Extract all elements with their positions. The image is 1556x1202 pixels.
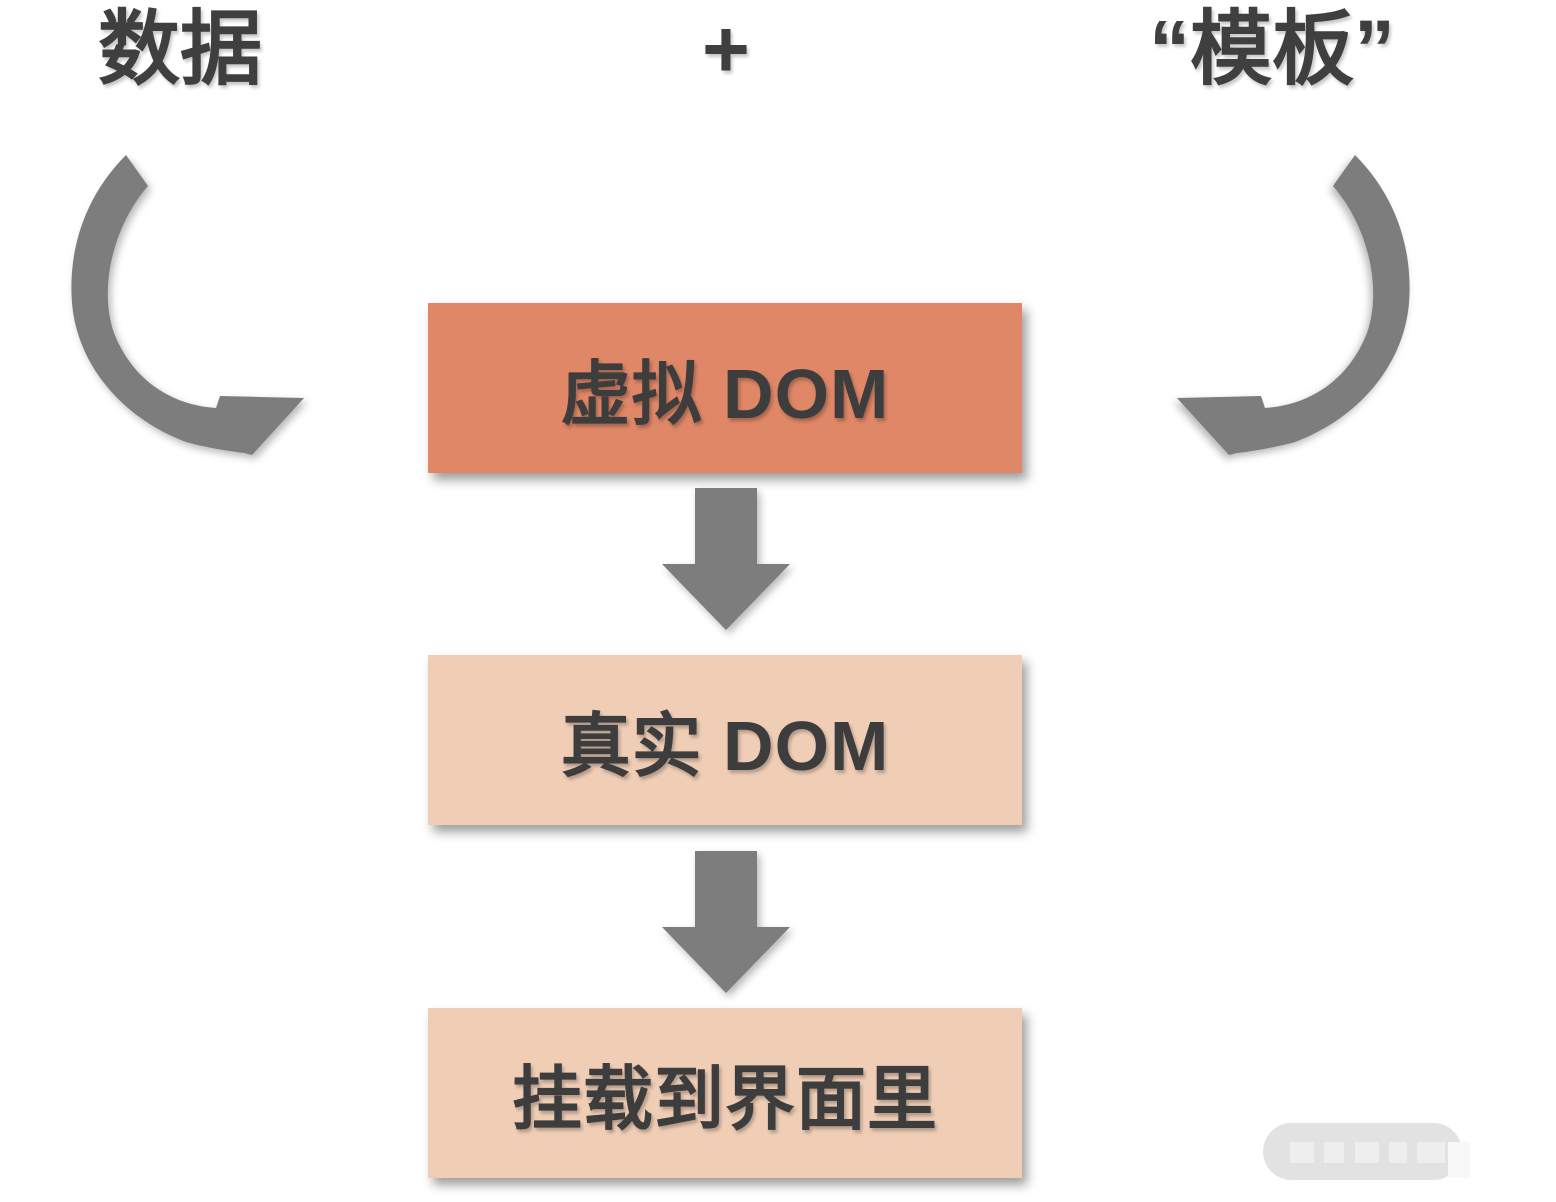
curved-arrow-right-icon <box>1177 155 1410 455</box>
watermark-blur-block <box>1389 1142 1407 1163</box>
watermark-blur-block <box>1324 1142 1344 1163</box>
plus-sign: + <box>702 4 750 95</box>
virtual-dom-label: 虚拟 DOM <box>560 354 890 433</box>
down-arrow-icon-2 <box>662 851 790 993</box>
template-label: “模板” <box>1148 4 1395 95</box>
virtual-dom-box: 虚拟 DOM <box>428 303 1022 473</box>
data-label: 数据 <box>97 4 262 95</box>
real-dom-label: 真实 DOM <box>560 706 890 785</box>
curved-arrow-left-icon <box>71 155 304 455</box>
watermark-blur-block <box>1290 1142 1314 1163</box>
watermark-blur-block <box>1417 1142 1445 1163</box>
mount-label: 挂载到界面里 <box>512 1059 938 1138</box>
real-dom-box: 真实 DOM <box>428 655 1022 825</box>
watermark-blur-block <box>1355 1142 1379 1163</box>
down-arrow-icon-1 <box>662 488 790 630</box>
watermark-blur-block <box>1448 1142 1470 1178</box>
mount-box: 挂载到界面里 <box>428 1008 1022 1178</box>
watermark-blurred <box>1263 1120 1470 1182</box>
